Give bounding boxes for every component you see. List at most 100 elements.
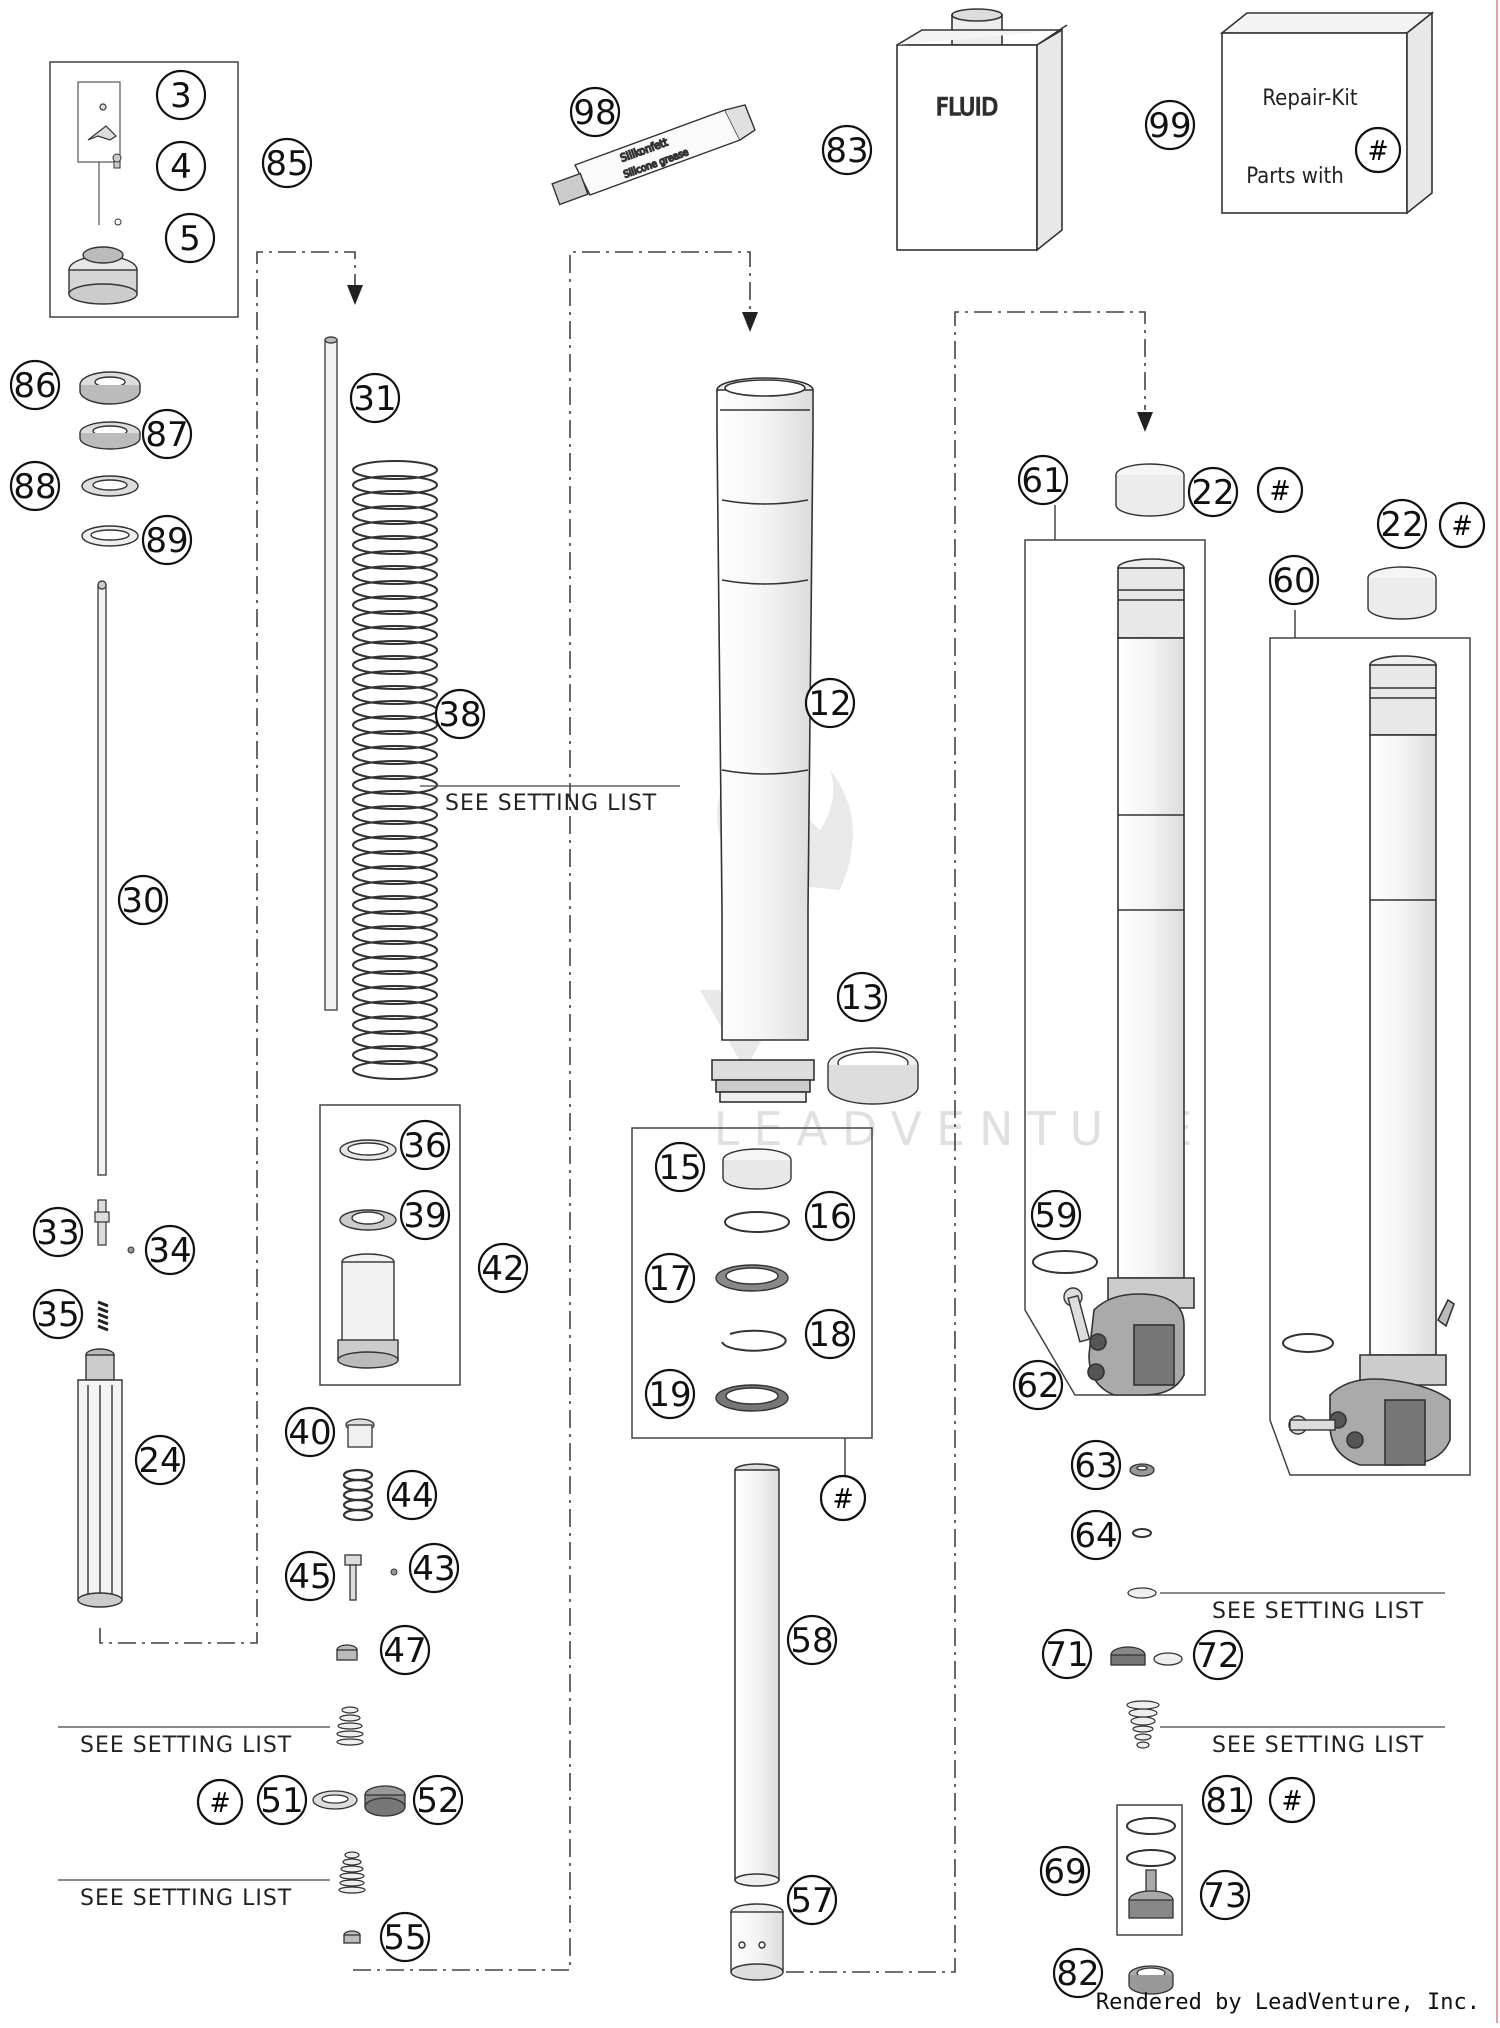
callout-35: 35: [32, 1288, 84, 1340]
spring-coil: [352, 1015, 438, 1035]
callout-59: 59: [1030, 1189, 1082, 1241]
part-fluid-bottle-83: FLUID: [896, 8, 1068, 252]
spring-coil: [352, 460, 438, 480]
callout-57: 57: [786, 1874, 838, 1926]
callout-number: 52: [416, 1781, 459, 1821]
spring-coil: [352, 850, 438, 870]
spring-coil: [352, 475, 438, 495]
watermark-text: LEADVENTURE: [714, 1102, 1207, 1156]
hash-callout: #: [196, 1778, 244, 1826]
setting-label-spring: SEE SETTING LIST: [445, 791, 657, 816]
callout-number: 71: [1045, 1635, 1088, 1675]
callout-number: 16: [808, 1197, 851, 1237]
callout-number: 34: [148, 1231, 191, 1271]
group-box-69: [1116, 1804, 1183, 1936]
part-piston-42: [337, 1253, 399, 1369]
callout-62: 62: [1012, 1359, 1064, 1411]
callout-87: 87: [141, 408, 193, 460]
callout-number: 88: [13, 467, 56, 507]
spring-coil: [352, 565, 438, 585]
callout-number: 15: [658, 1148, 701, 1188]
callout-88: 88: [9, 460, 61, 512]
spring-coil: [352, 535, 438, 555]
part-pin-33: [94, 1199, 110, 1246]
part-adjuster-knob: [87, 103, 117, 225]
callout-number: 64: [1074, 1516, 1117, 1556]
hash-symbol: #: [1367, 134, 1388, 167]
part-washer-5: [114, 218, 122, 226]
hash-symbol: #: [1269, 474, 1290, 507]
hash-symbol: #: [1451, 509, 1472, 542]
spring-coil: [352, 835, 438, 855]
callout-55: 55: [379, 1911, 431, 1963]
callout-13: 13: [836, 971, 888, 1023]
callout-number: 83: [825, 131, 868, 171]
callout-number: 22: [1191, 473, 1234, 513]
parts-with-label: Parts with: [1246, 164, 1344, 189]
spring-coil: [352, 955, 438, 975]
fluid-label: FLUID: [936, 93, 998, 121]
adjuster-knob-box: [77, 81, 121, 163]
spring-coil: [352, 970, 438, 990]
part-seal-82: [1128, 1965, 1174, 1995]
callout-30: 30: [117, 874, 169, 926]
callout-number: 61: [1021, 461, 1064, 501]
part-repair-kit-99: Repair-Kit Parts with: [1219, 11, 1435, 215]
hash-callouts-layer: ######: [196, 126, 1486, 1826]
spring-coil: [352, 940, 438, 960]
setting-label-right-upper: SEE SETTING LIST: [1212, 1599, 1424, 1624]
callout-40: 40: [284, 1406, 336, 1458]
callout-39: 39: [399, 1189, 451, 1241]
setting-label-right-lower: SEE SETTING LIST: [1212, 1733, 1424, 1758]
part-piston-52: [364, 1785, 406, 1817]
part-seal-17: [715, 1264, 789, 1292]
callout-45: 45: [284, 1550, 336, 1602]
callout-number: 22: [1380, 505, 1423, 545]
callout-33: 33: [32, 1206, 84, 1258]
part-washer-87: [79, 421, 141, 450]
callout-3: 3: [155, 69, 207, 121]
spring-coil: [352, 910, 438, 930]
callout-number: 44: [390, 1476, 433, 1516]
callout-72: 72: [1192, 1629, 1244, 1681]
spring-coil: [352, 670, 438, 690]
callout-12: 12: [804, 677, 856, 729]
callout-17: 17: [644, 1252, 696, 1304]
hash-callout: #: [1438, 501, 1486, 549]
callout-99: 99: [1144, 99, 1196, 151]
part-valve-45: [344, 1554, 362, 1601]
routing-lines: [99, 251, 1146, 1973]
spring-coil: [352, 880, 438, 900]
part-piston-71: [1110, 1646, 1146, 1666]
spring-coil: [352, 580, 438, 600]
part-nut-55: [343, 1930, 361, 1944]
spring-coil: [352, 730, 438, 750]
callout-number: 60: [1272, 561, 1315, 601]
callout-64: 64: [1070, 1509, 1122, 1561]
callout-number: 4: [170, 147, 192, 187]
spring-coil: [352, 805, 438, 825]
part-o-ring-73: [1126, 1849, 1176, 1867]
part-washer-89: [81, 525, 139, 547]
callout-58: 58: [786, 1614, 838, 1666]
spring-coil: [352, 505, 438, 525]
callout-number: 57: [790, 1881, 833, 1921]
spring-coil: [352, 820, 438, 840]
spring-coil: [352, 760, 438, 780]
part-nut-63: [1129, 1463, 1155, 1477]
spring-coil: [352, 610, 438, 630]
callout-number: 24: [138, 1441, 181, 1481]
repair-kit-label: Repair-Kit: [1262, 86, 1357, 111]
part-bolt-62a: [1063, 1287, 1091, 1343]
callout-number: 43: [412, 1549, 455, 1589]
callout-22-2: 22: [1376, 498, 1428, 550]
spring-coil: [352, 490, 438, 510]
callout-number: 35: [36, 1295, 79, 1335]
part-washer-88: [81, 475, 139, 497]
part-washer-51: [312, 1790, 358, 1810]
spring-coil: [352, 925, 438, 945]
setting-label-compression: SEE SETTING LIST: [80, 1733, 292, 1758]
callout-61: 61: [1017, 454, 1069, 506]
spring-coil: [352, 1060, 438, 1080]
part-spring-35: [97, 1300, 109, 1332]
